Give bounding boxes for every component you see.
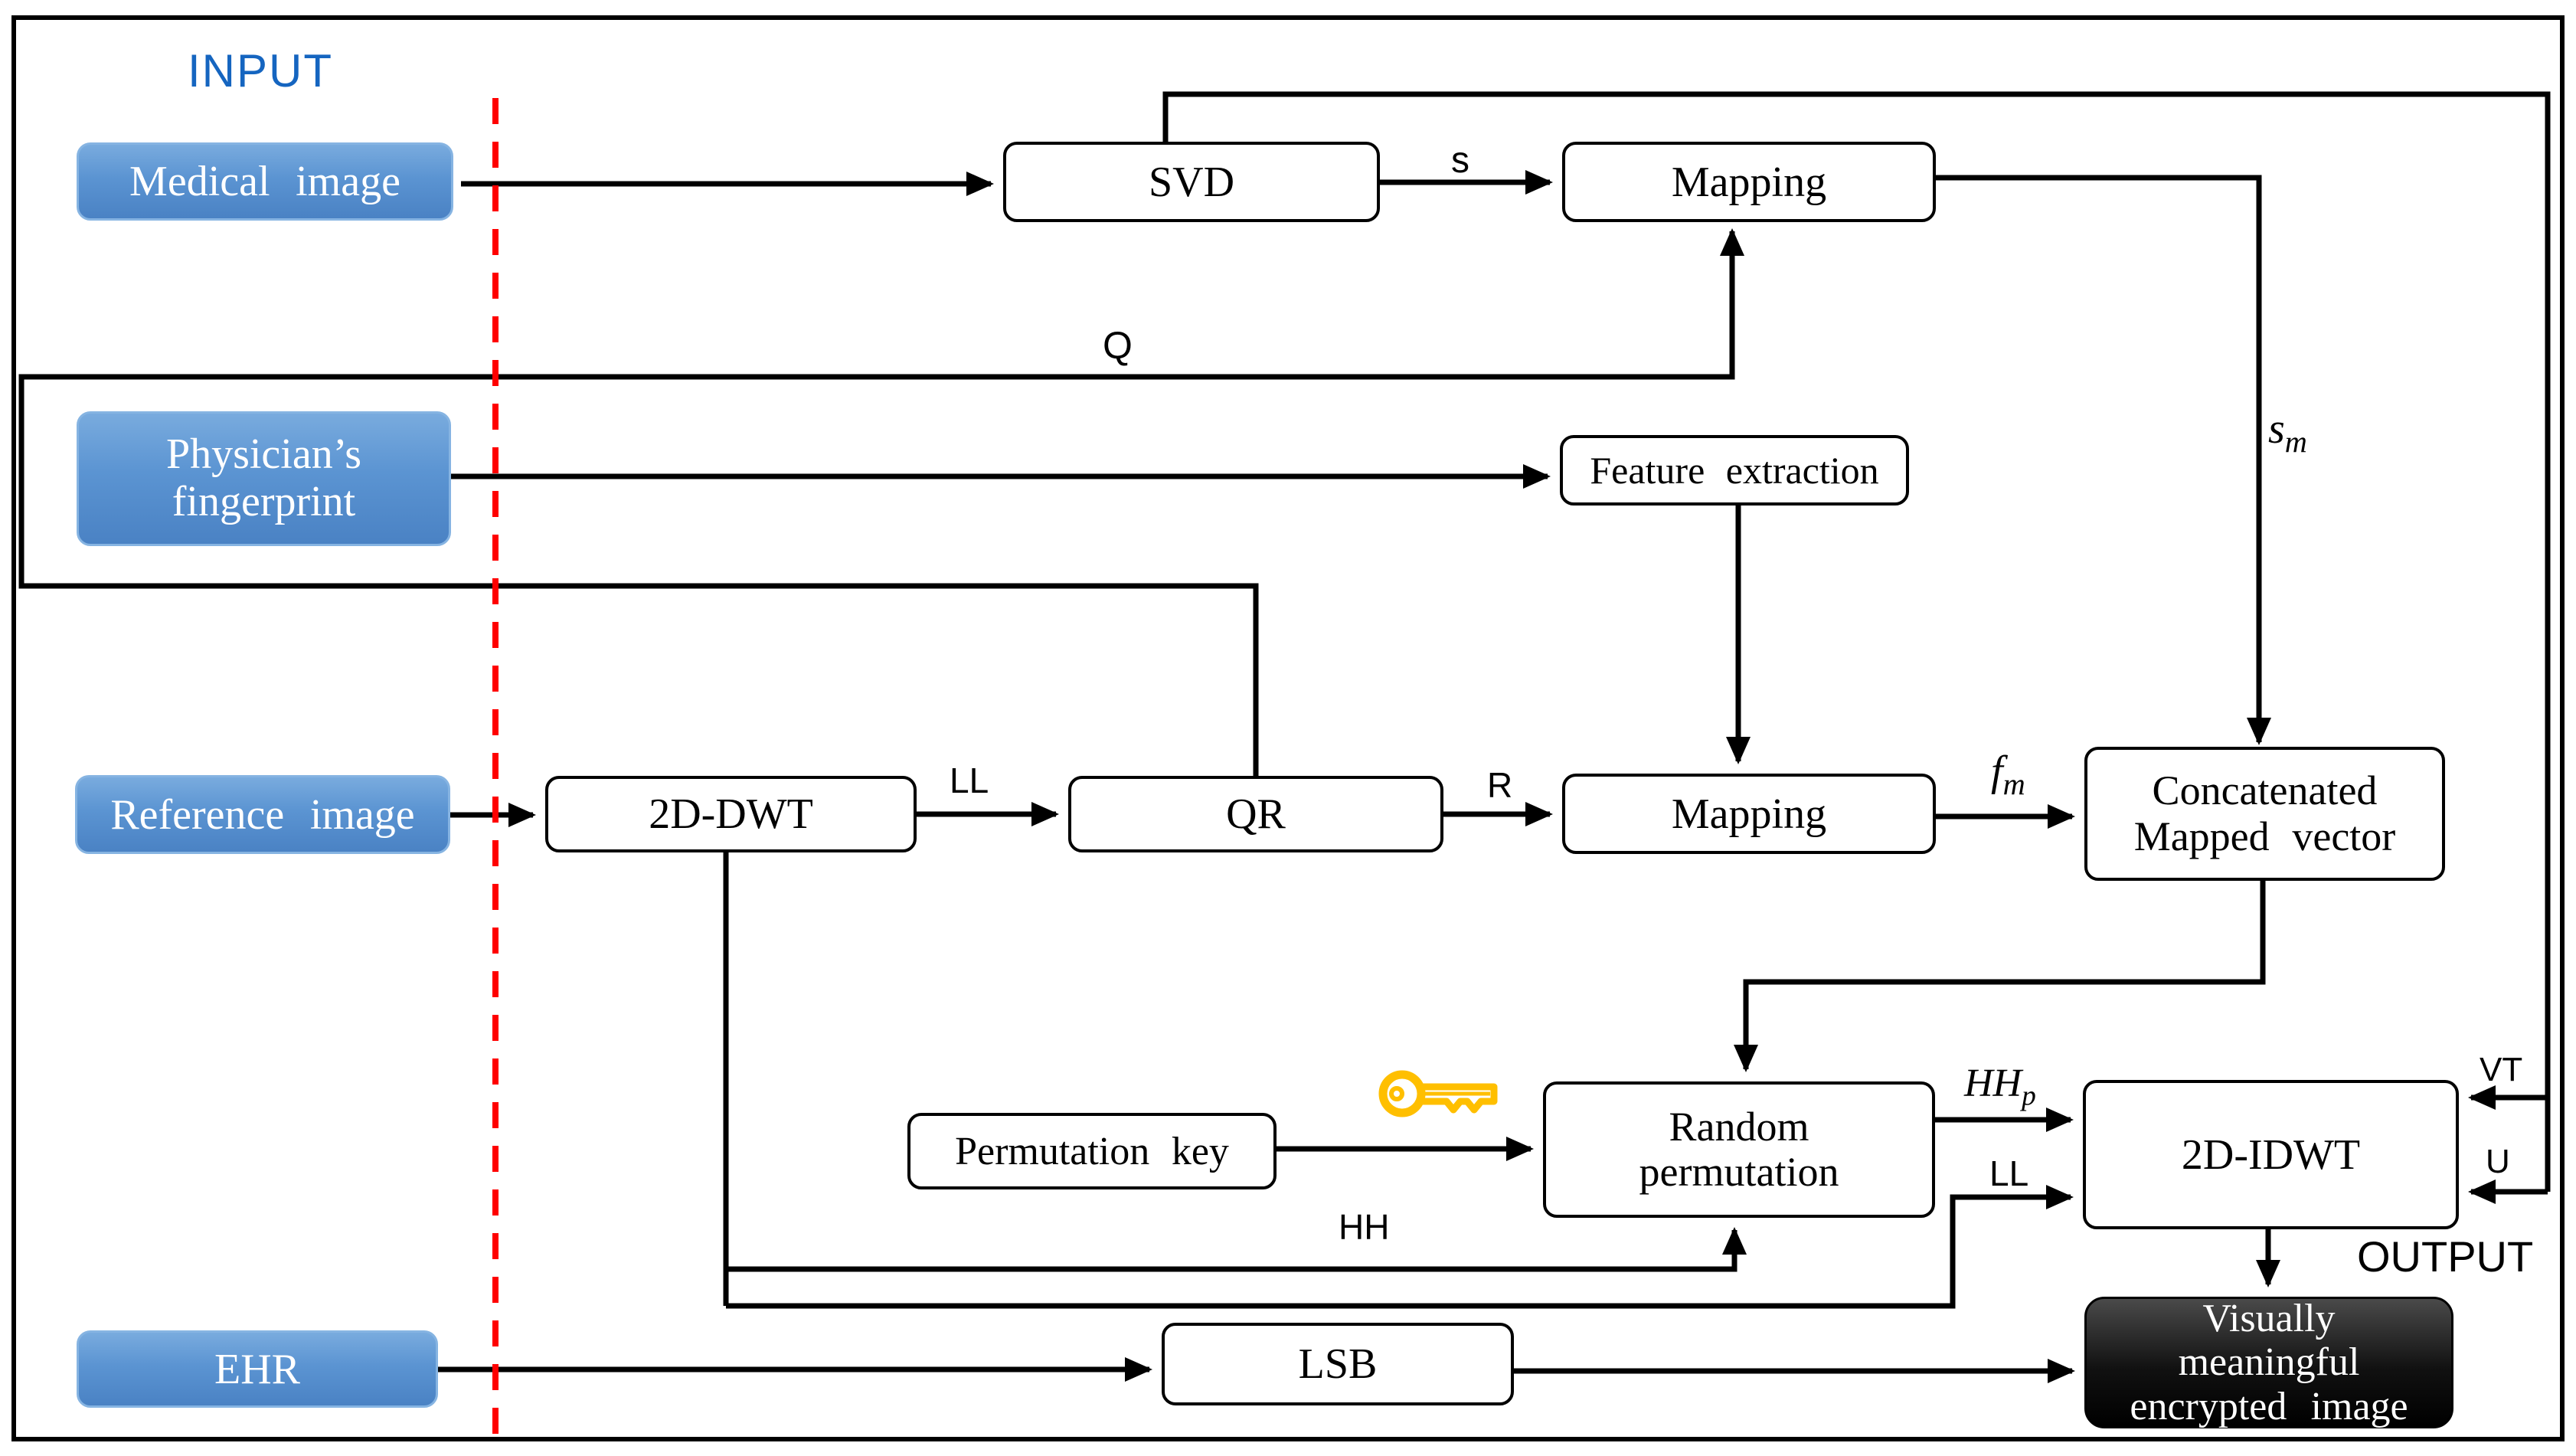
wire-label-ll-top: LL <box>950 761 989 800</box>
f-m-base: f <box>1991 748 2003 795</box>
wire-ll-to-idwt <box>726 1185 2074 1309</box>
output-zone-title: OUTPUT <box>2357 1232 2534 1281</box>
hh-p-sub: p <box>2022 1080 2036 1112</box>
wire-label-s: s <box>1451 140 1469 181</box>
wire-label-ll-bottom: LL <box>1989 1153 2029 1193</box>
process-box-qr: QR <box>1068 776 1443 852</box>
wire-label-s-m: sm <box>2268 404 2307 460</box>
s-m-base: s <box>2268 405 2285 453</box>
process-box-2d-dwt: 2D-DWT <box>545 776 917 852</box>
outer-border <box>11 15 2565 1441</box>
process-box-2d-idwt: 2D-IDWT <box>2083 1080 2459 1229</box>
process-box-svd: SVD <box>1003 142 1380 222</box>
process-box-feature-extraction: Feature extraction <box>1560 435 1909 506</box>
input-zone-title: INPUT <box>188 45 333 97</box>
process-box-permutation-key: Permutation key <box>907 1113 1277 1189</box>
source-box-physician-fingerprint: Physician’s fingerprint <box>77 411 451 546</box>
wire-label-vt: VT <box>2480 1051 2523 1088</box>
wire-label-u: U <box>2486 1143 2510 1180</box>
wire-label-r: R <box>1487 765 1513 805</box>
wire-mapping-sm-to-concat <box>1936 175 2271 745</box>
hh-p-base: HH <box>1964 1062 2022 1105</box>
process-box-concatenated-mapped-vector: Concatenated Mapped vector <box>2084 747 2445 881</box>
process-box-mapping-top: Mapping <box>1562 142 1936 222</box>
process-box-random-permutation: Random permutation <box>1543 1081 1935 1218</box>
wire-concat-to-randomperm <box>1734 881 2266 1072</box>
wire-label-hh-p: HHp <box>1964 1061 2036 1112</box>
wire-qr-q-to-mapping <box>18 228 1744 776</box>
wire-svd-u-vt-trunk <box>1162 91 2551 1192</box>
wire-label-hh: HH <box>1339 1207 1390 1247</box>
s-m-sub: m <box>2284 424 2307 460</box>
result-box-encrypted-image: Visually meaningful encrypted image <box>2084 1297 2453 1428</box>
process-box-lsb: LSB <box>1162 1323 1514 1405</box>
source-box-medical-image: Medical image <box>77 142 453 221</box>
source-box-reference-image: Reference image <box>75 775 450 854</box>
f-m-sub: m <box>2002 767 2025 802</box>
key-icon <box>1378 1070 1498 1117</box>
process-box-mapping-mid: Mapping <box>1562 774 1936 854</box>
source-box-ehr: EHR <box>77 1330 438 1408</box>
wire-hh-to-randomperm <box>726 1227 1747 1272</box>
wire-label-f-m: fm <box>1991 747 2025 802</box>
wire-label-q: Q <box>1103 324 1133 367</box>
